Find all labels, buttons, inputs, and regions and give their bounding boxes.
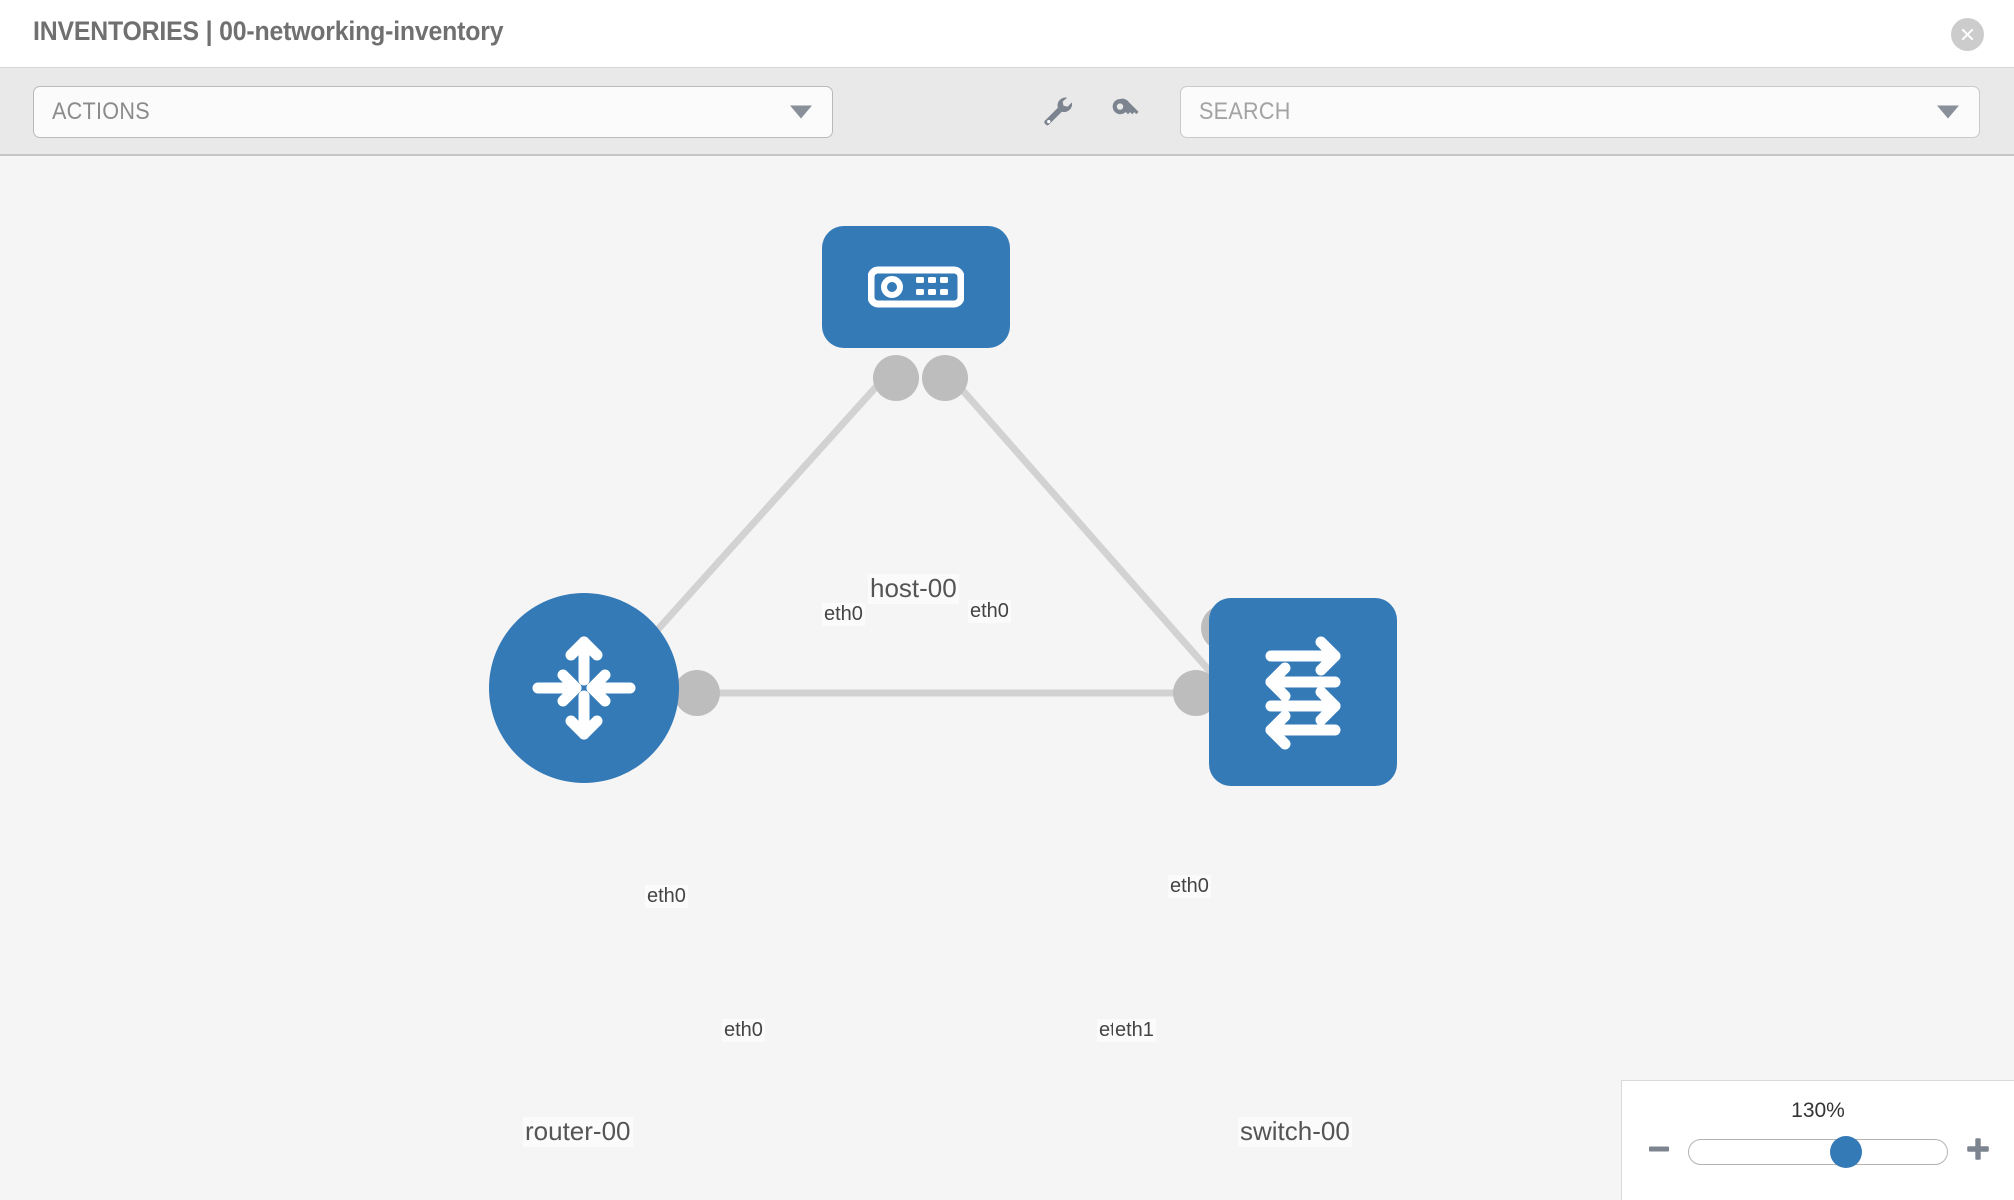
topology-links (613, 355, 1247, 716)
connector-switch00-left (1173, 670, 1219, 716)
link-host00-switch00 (940, 365, 1217, 679)
close-icon[interactable] (1951, 18, 1984, 51)
search-placeholder: SEARCH (1199, 98, 1291, 125)
actions-dropdown-label: ACTIONS (52, 98, 150, 125)
iface-label-host00-right: eth0 (968, 600, 1011, 623)
zoom-slider-track[interactable] (1688, 1135, 1948, 1168)
link-connector-stubs (674, 355, 1247, 716)
switch-node-shape[interactable] (1209, 598, 1397, 786)
wrench-icon[interactable] (1040, 93, 1074, 132)
page-title: INVENTORIES | 00-networking-inventory (33, 16, 504, 46)
router-node-shape[interactable] (489, 593, 679, 783)
chevron-down-icon (1937, 105, 1959, 119)
chevron-down-icon (790, 105, 812, 119)
node-label-router-00: router-00 (523, 1116, 633, 1147)
plus-icon[interactable] (1964, 1135, 1992, 1168)
iface-label-switch00-up: eth0 (1168, 875, 1211, 898)
iface-label-switch00-left-b: eth1 (1113, 1019, 1156, 1042)
connector-router00-right (674, 670, 720, 716)
topology-node-router-00[interactable] (489, 593, 679, 783)
page-header: INVENTORIES | 00-networking-inventory (0, 0, 2014, 68)
host-node-shape[interactable] (822, 226, 1010, 348)
link-host00-router00 (613, 365, 896, 679)
minus-icon[interactable] (1646, 1136, 1672, 1167)
topology-node-host-00[interactable] (822, 226, 1010, 348)
server-device-icon (868, 266, 964, 308)
topology-node-switch-00[interactable] (1209, 598, 1397, 786)
topology-canvas[interactable]: host-00 router-00 switch-00 eth0 eth0 et… (0, 156, 2014, 1200)
search-input[interactable]: SEARCH (1180, 86, 1980, 138)
toolbar-icon-group (1040, 86, 1142, 138)
zoom-slider-thumb[interactable] (1830, 1135, 1863, 1168)
zoom-level-value: 130% (1791, 1099, 1845, 1122)
connector-host00-right (922, 355, 968, 401)
iface-label-router00-right: eth0 (722, 1019, 765, 1042)
link-lines (613, 365, 1217, 697)
router-arrows-icon (532, 636, 636, 740)
node-label-host-00: host-00 (868, 573, 959, 604)
iface-label-router00-up: eth0 (645, 885, 688, 908)
actions-dropdown[interactable]: ACTIONS (33, 86, 833, 138)
zoom-slider-row (1646, 1135, 1992, 1168)
iface-label-host00-left: eth0 (822, 603, 865, 626)
switch-arrows-icon (1265, 636, 1341, 750)
key-icon[interactable] (1108, 93, 1142, 132)
toolbar: ACTIONS SEARCH (0, 68, 2014, 156)
node-label-switch-00: switch-00 (1238, 1116, 1352, 1147)
zoom-control-panel: 130% (1621, 1080, 2014, 1200)
connector-host00-left (873, 355, 919, 401)
